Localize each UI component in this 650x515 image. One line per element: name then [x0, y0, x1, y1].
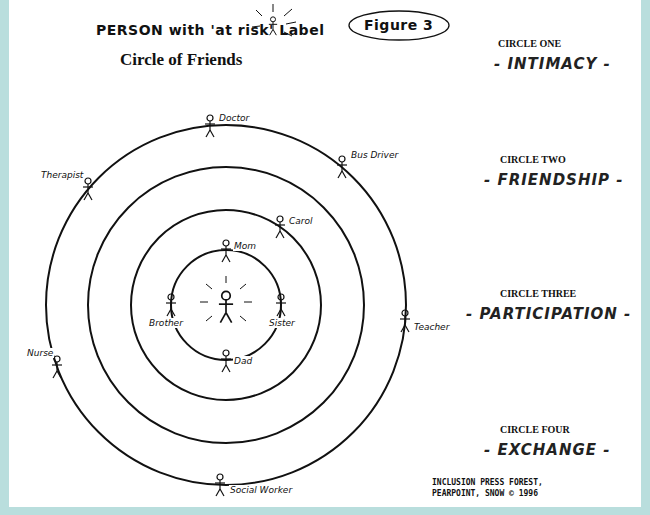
person-figure [221, 240, 231, 262]
person-figure [337, 156, 347, 178]
circle-number: CIRCLE TWO [500, 154, 566, 166]
circle-one [171, 250, 281, 360]
person-figure [275, 216, 285, 238]
circle-number: CIRCLE THREE [500, 288, 576, 300]
heading-note: PERSON with 'at risk' Label [96, 22, 324, 38]
oval-line [349, 11, 449, 40]
person-name: Doctor [218, 113, 250, 123]
person-figure [52, 356, 62, 378]
figure-oval: Figure 3 [348, 10, 450, 41]
circle-name: - FRIENDSHIP - [484, 172, 623, 189]
circle-four [46, 125, 406, 485]
person-name: Brother [148, 318, 184, 328]
person-figure [215, 474, 225, 496]
circle-number: CIRCLE FOUR [500, 424, 570, 436]
person-figure [83, 178, 93, 200]
center-person [200, 276, 252, 323]
person-figure [166, 294, 176, 316]
person-figure [400, 310, 410, 332]
circle-name: - EXCHANGE - [484, 442, 610, 459]
figure-label: Figure 3 [364, 17, 434, 33]
diagram-title: Circle of Friends [120, 50, 242, 70]
circle-number: CIRCLE ONE [498, 38, 561, 50]
circle-name: - INTIMACY - [494, 56, 611, 73]
person-name: Dad [233, 356, 253, 366]
person-name: Carol [288, 216, 314, 226]
circle-two [131, 210, 321, 400]
person-figure [205, 115, 215, 137]
circle-name: - PARTICIPATION - [466, 306, 631, 323]
person-name: Teacher [413, 322, 450, 332]
person-name: Social Worker [229, 485, 293, 495]
credit-line: INCLUSION PRESS FOREST, [432, 478, 543, 487]
person-name: Mom [233, 241, 257, 251]
person-name: Bus Driver [350, 150, 399, 160]
person-name: Therapist [40, 170, 84, 180]
credit-line: PEARPOINT, SNOW © 1996 [432, 489, 538, 498]
person-name: Nurse [26, 348, 54, 358]
person-figure [276, 294, 286, 316]
circle-three [88, 167, 364, 443]
person-name: Sister [268, 318, 296, 328]
person-figure [221, 350, 231, 372]
